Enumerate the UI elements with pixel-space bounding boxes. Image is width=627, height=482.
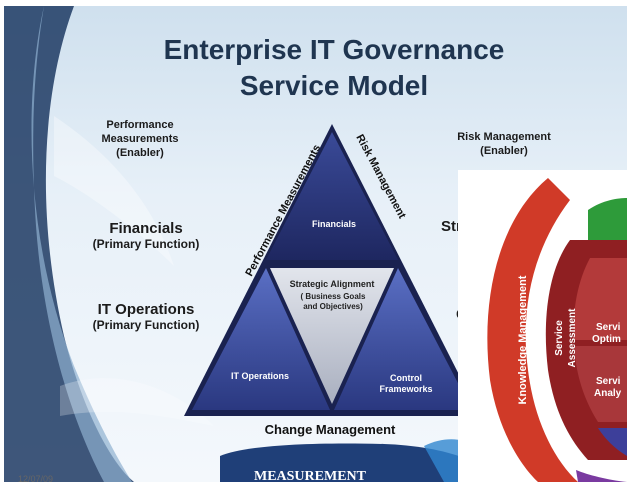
label-financials-main: Financials (109, 220, 183, 237)
background-swoosh (4, 6, 214, 482)
triangle-right-label-1: Control (390, 373, 422, 383)
date-stamp: 12/07/09 (18, 474, 54, 482)
label-financials-sub: (Primary Function) (92, 237, 200, 251)
label-strategic-cut: Str (441, 218, 462, 235)
service-assessment-2: Assessment (567, 308, 578, 368)
triangle-top-label: Financials (312, 219, 356, 229)
triangle-right-control (334, 268, 472, 410)
segment-purple (576, 470, 627, 482)
segment-optimization (573, 258, 627, 340)
label-risk-text: Risk Management (Enabler) (457, 131, 551, 157)
title-line-2: Service Model (239, 70, 429, 101)
triangle-top-financials (266, 132, 398, 260)
triangle-diagram: Financials Strategic Alignment ( Busines… (184, 124, 480, 482)
measurement-banner (220, 443, 464, 482)
service-analysis-2: Analy (594, 388, 622, 399)
service-wheel: Knowledge Management Service Assessment … (484, 178, 627, 482)
base-label-change: Change Management (265, 422, 396, 437)
overlay-slide-fragment: Knowledge Management Service Assessment … (458, 170, 627, 482)
segment-analysis (574, 346, 627, 422)
triangle-center-strategic (270, 268, 394, 404)
banner-label: MEASUREMENT (254, 469, 367, 482)
label-performance-measurements: Performance Measurements (Enabler) (86, 118, 194, 160)
label-it-operations: IT Operations (Primary Function) (76, 301, 216, 332)
label-performance-text: Performance Measurements (Enabler) (101, 119, 179, 159)
triangle-center-sub-box: ( Business Goals and Objectives) (300, 292, 366, 311)
knowledge-management-label: Knowledge Management (517, 275, 529, 404)
service-analysis-1: Servi (596, 376, 621, 387)
triangle-left-it-operations (192, 268, 330, 410)
segment-blue (598, 428, 627, 456)
service-optimization-2: Optim (592, 334, 621, 345)
label-it-operations-sub: (Primary Function) (92, 318, 200, 332)
triangle-center-title: Strategic Alignment (290, 279, 375, 289)
service-optimization-1: Servi (596, 322, 621, 333)
label-it-operations-main: IT Operations (97, 301, 195, 318)
title-line-1: Enterprise IT Governance (163, 34, 505, 65)
service-assessment-1: Service (554, 320, 565, 356)
triangle-right-label-2: Frameworks (379, 384, 432, 394)
triangle-left-label: IT Operations (231, 371, 289, 381)
label-financials: Financials (Primary Function) (76, 220, 216, 251)
red-band (487, 178, 578, 482)
slide-title: Enterprise IT Governance Service Model (124, 32, 544, 104)
label-risk-management: Risk Management (Enabler) (444, 130, 564, 158)
triangle-center-sub: ( Business Goals and Objectives) (300, 292, 366, 311)
